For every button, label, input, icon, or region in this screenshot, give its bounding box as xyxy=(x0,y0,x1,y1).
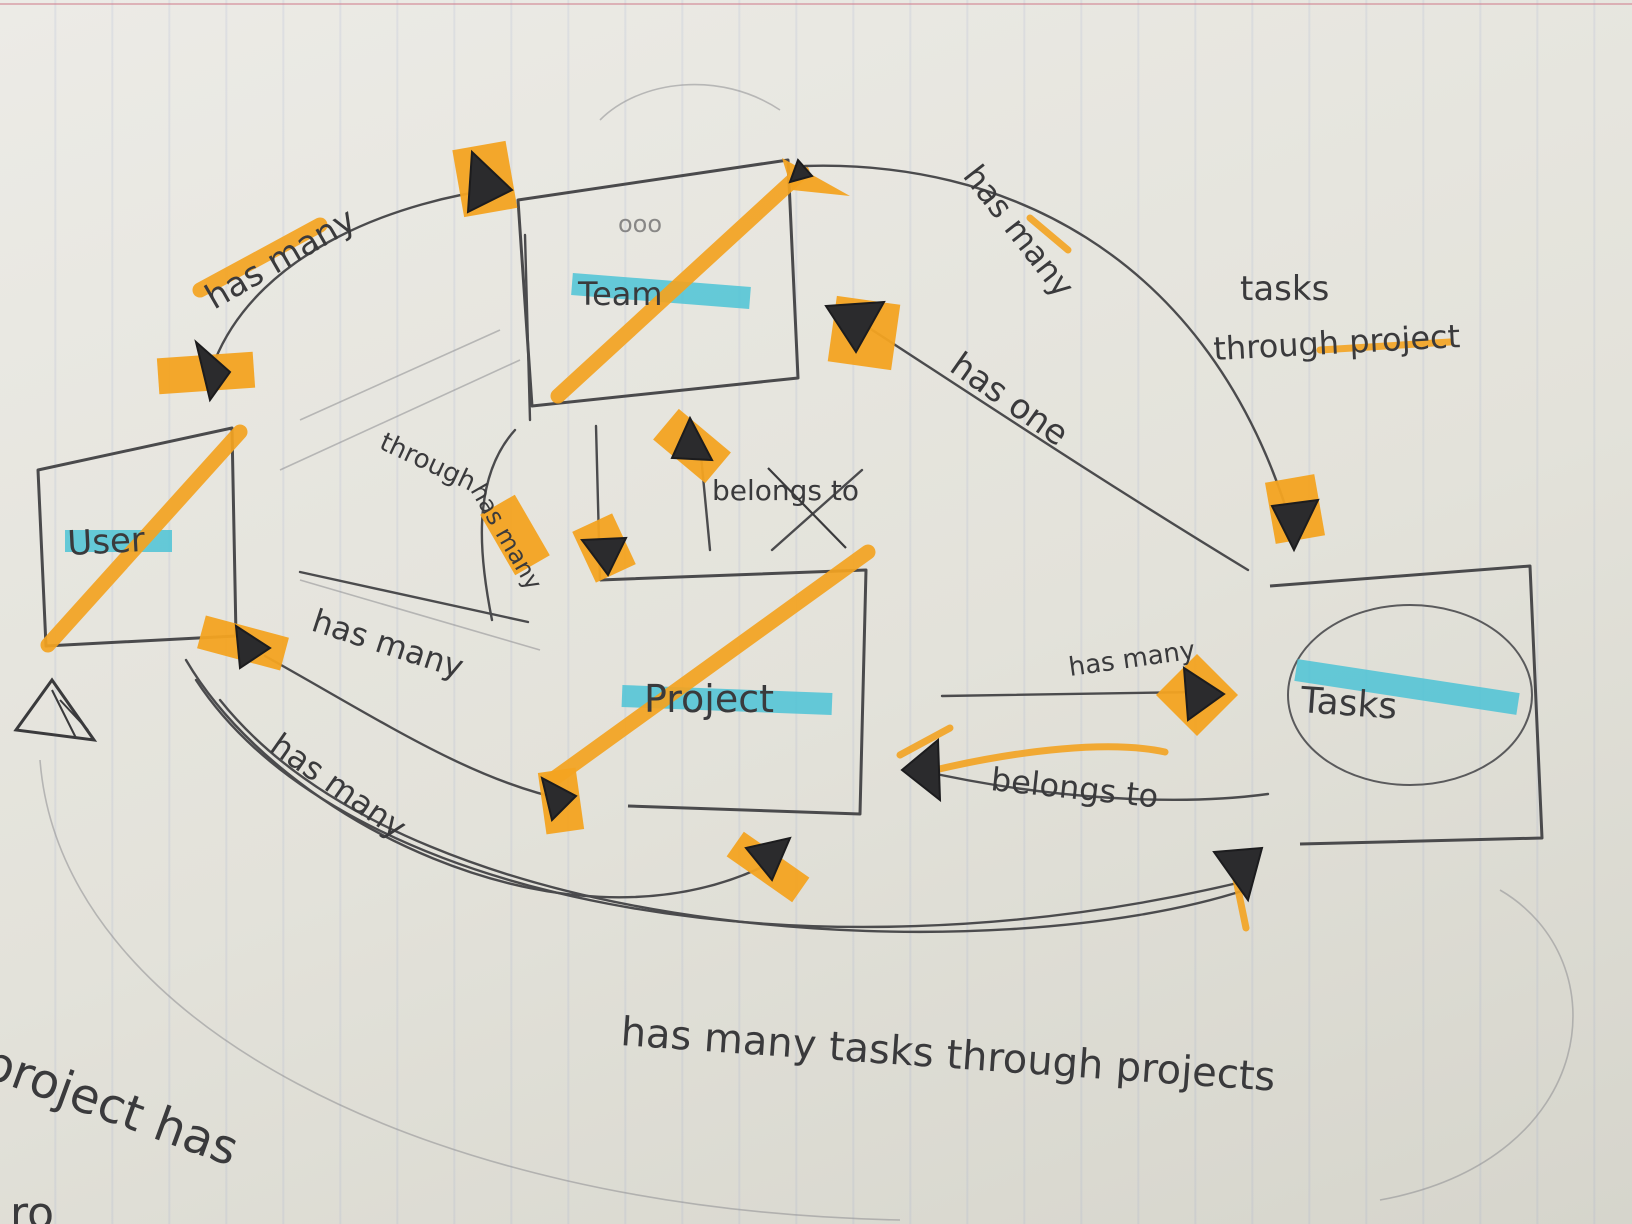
arrowhead-user-top xyxy=(156,339,256,403)
arrowhead-project-top xyxy=(572,513,636,583)
bottom-note-line2: ro xyxy=(10,1188,54,1224)
arrowheads xyxy=(13,140,1326,932)
label-user-tasks-through-projects: has many tasks through projects xyxy=(619,1009,1277,1101)
label-through-line2: through project xyxy=(1212,317,1461,368)
label-team-tasks-has-many: has many xyxy=(956,158,1082,305)
arrowhead-team-top-right xyxy=(782,158,850,196)
arrowhead-outline-left xyxy=(13,677,98,742)
team-entity-box: Team ooo xyxy=(516,158,810,408)
label-team-has-one: has one xyxy=(943,345,1076,455)
user-entity-box: User xyxy=(36,424,248,653)
arrowhead-tasks-bottom xyxy=(1212,846,1264,932)
bottom-note-line1: project has xyxy=(0,1034,246,1178)
label-user-project-has-many-lower: has many xyxy=(263,725,413,846)
user-entity-label: User xyxy=(66,520,146,564)
arrowhead-project-right-belongs xyxy=(896,724,954,803)
erased-marks xyxy=(39,83,1574,1221)
svg-text:belongs to: belongs to xyxy=(712,474,859,507)
team-entity-label: Team xyxy=(577,275,663,313)
arrowhead-team-top-left xyxy=(452,140,518,218)
arrowhead-team-bottom xyxy=(653,408,731,484)
label-user-project-has-many: has many xyxy=(308,601,469,686)
tasks-entity-label: Tasks xyxy=(1298,680,1398,728)
arrowhead-team-right xyxy=(824,295,901,371)
project-entity-label: Project xyxy=(644,677,774,721)
label-user-team-through: through xyxy=(375,427,480,497)
project-entity-box: Project xyxy=(544,544,876,816)
label-belongs-to-struck: belongs to xyxy=(712,467,859,549)
arrowhead-tasks-left-hasmany xyxy=(1155,653,1239,737)
team-scribble-label: ooo xyxy=(618,210,662,238)
label-tasks-project-belongs-to: belongs to xyxy=(989,760,1160,815)
label-user-team-has-many: has many xyxy=(199,200,363,318)
relationship-lines xyxy=(184,164,1454,933)
arrowhead-tasks-top xyxy=(1264,474,1326,553)
tasks-entity-box: Tasks xyxy=(1269,564,1544,846)
arrowhead-project-left xyxy=(537,767,585,835)
label-through-line1: tasks xyxy=(1240,269,1329,309)
arrowhead-through-small xyxy=(480,494,550,576)
arrowhead-project-bottom xyxy=(726,831,810,903)
arrowhead-user-bottom xyxy=(197,615,289,671)
